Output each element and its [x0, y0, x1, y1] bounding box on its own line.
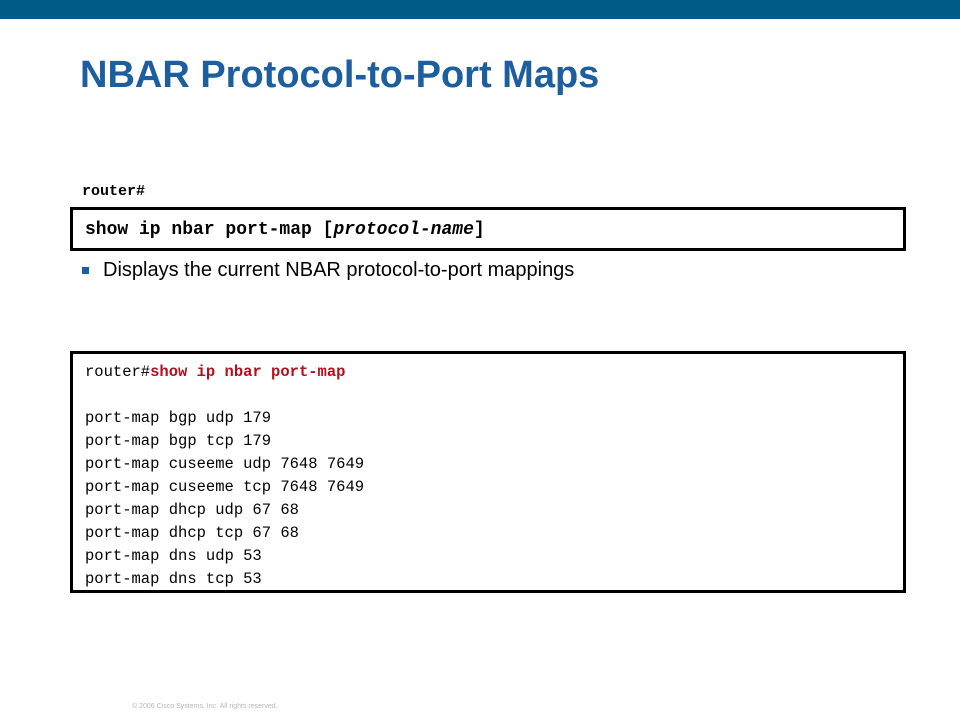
cli-output-box: router#show ip nbar port-map port-map bg…	[70, 351, 906, 593]
cli-output: router#show ip nbar port-map port-map bg…	[85, 361, 364, 591]
cli-command-line: router#show ip nbar port-map	[85, 361, 364, 384]
syntax-argument: protocol-name	[333, 220, 474, 240]
slide-title: NBAR Protocol-to-Port Maps	[80, 54, 600, 96]
syntax-prompt: router#	[82, 183, 146, 200]
cli-command: show ip nbar port-map	[150, 363, 346, 381]
command-syntax: show ip nbar port-map [protocol-name]	[85, 219, 485, 241]
cli-output-line: port-map bgp tcp 179	[85, 432, 272, 450]
cli-output-line: port-map cuseeme udp 7648 7649	[85, 455, 365, 473]
cli-blank-line	[85, 384, 364, 407]
bullet-item: Displays the current NBAR protocol-to-po…	[82, 257, 574, 283]
command-syntax-box: show ip nbar port-map [protocol-name]	[70, 207, 906, 251]
copyright-notice: © 2006 Cisco Systems, Inc. All rights re…	[132, 703, 278, 710]
syntax-command: show ip nbar port-map [	[85, 220, 334, 240]
cli-output-line: port-map bgp udp 179	[85, 409, 272, 427]
cli-output-line: port-map cuseeme tcp 7648 7649	[85, 478, 365, 496]
header-band	[0, 0, 960, 19]
cli-prompt: router#	[85, 363, 151, 381]
cli-output-line: port-map dhcp udp 67 68	[85, 501, 299, 519]
syntax-closing: ]	[473, 220, 485, 240]
square-bullet-icon	[82, 266, 89, 274]
bullet-text: Displays the current NBAR protocol-to-po…	[103, 259, 575, 281]
cli-output-line: port-map dns udp 53	[85, 547, 262, 565]
cli-output-line: port-map dns tcp 53	[85, 570, 262, 588]
cli-output-line: port-map dhcp tcp 67 68	[85, 524, 299, 542]
